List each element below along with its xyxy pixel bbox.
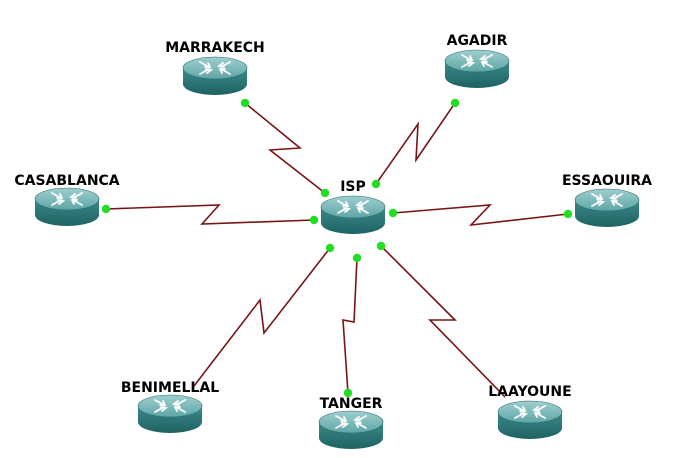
router-label-tanger: TANGER bbox=[320, 396, 383, 412]
serial-link-isp-agadir[interactable] bbox=[375, 102, 456, 185]
routers-layer: ISP MARRAKECH AGADIR CASABLANCA ESSAOUIRA BEN… bbox=[14, 33, 652, 450]
router-icon[interactable] bbox=[182, 56, 248, 96]
router-label-marrakech: MARRAKECH bbox=[165, 40, 265, 56]
router-marrakech[interactable]: MARRAKECH bbox=[165, 40, 265, 96]
router-casablanca[interactable]: CASABLANCA bbox=[14, 173, 120, 227]
link-status-dot-tanger-hub-end bbox=[352, 253, 362, 263]
serial-link-isp-benimellal[interactable] bbox=[193, 247, 331, 387]
router-essaouira[interactable]: ESSAOUIRA bbox=[562, 173, 652, 228]
link-status-dot-agadir-remote-end bbox=[450, 98, 460, 108]
link-status-dot-casablanca-hub-end bbox=[309, 215, 319, 225]
router-agadir[interactable]: AGADIR bbox=[444, 33, 510, 89]
router-icon[interactable] bbox=[34, 187, 100, 227]
links-layer bbox=[105, 102, 569, 398]
router-laayoune[interactable]: LAAYOUNE bbox=[488, 384, 572, 440]
router-isp[interactable]: ISP bbox=[320, 179, 386, 235]
router-icon[interactable] bbox=[137, 394, 203, 434]
router-icon[interactable] bbox=[444, 49, 510, 89]
router-icon[interactable] bbox=[574, 188, 640, 228]
link-status-dot-tanger-remote-end bbox=[343, 388, 353, 398]
serial-link-isp-laayoune[interactable] bbox=[380, 245, 506, 398]
serial-link-isp-tanger[interactable] bbox=[342, 257, 358, 394]
link-status-dot-laayoune-hub-end bbox=[376, 241, 386, 251]
router-benimellal[interactable]: BENIMELLAL bbox=[121, 380, 219, 434]
link-status-dot-agadir-hub-end bbox=[371, 179, 381, 189]
router-label-isp: ISP bbox=[340, 179, 366, 195]
router-label-casablanca: CASABLANCA bbox=[14, 173, 119, 189]
serial-link-isp-marrakech[interactable] bbox=[244, 102, 326, 194]
router-label-essaouira: ESSAOUIRA bbox=[562, 173, 652, 189]
router-label-benimellal: BENIMELLAL bbox=[121, 380, 219, 396]
router-label-laayoune: LAAYOUNE bbox=[488, 384, 571, 400]
router-icon[interactable] bbox=[320, 195, 386, 235]
link-status-dot-essaouira-remote-end bbox=[563, 209, 573, 219]
link-status-dot-marrakech-remote-end bbox=[240, 98, 250, 108]
status-dots-layer bbox=[101, 98, 573, 398]
router-label-agadir: AGADIR bbox=[447, 33, 508, 49]
link-status-dot-marrakech-hub-end bbox=[320, 188, 330, 198]
router-tanger[interactable]: TANGER bbox=[318, 396, 384, 450]
serial-link-isp-casablanca[interactable] bbox=[105, 204, 315, 225]
router-icon[interactable] bbox=[497, 400, 563, 440]
serial-link-isp-essaouira[interactable] bbox=[392, 204, 569, 227]
router-icon[interactable] bbox=[318, 410, 384, 450]
link-status-dot-essaouira-hub-end bbox=[388, 208, 398, 218]
link-status-dot-casablanca-remote-end bbox=[101, 204, 111, 214]
link-status-dot-benimellal-hub-end bbox=[325, 243, 335, 253]
